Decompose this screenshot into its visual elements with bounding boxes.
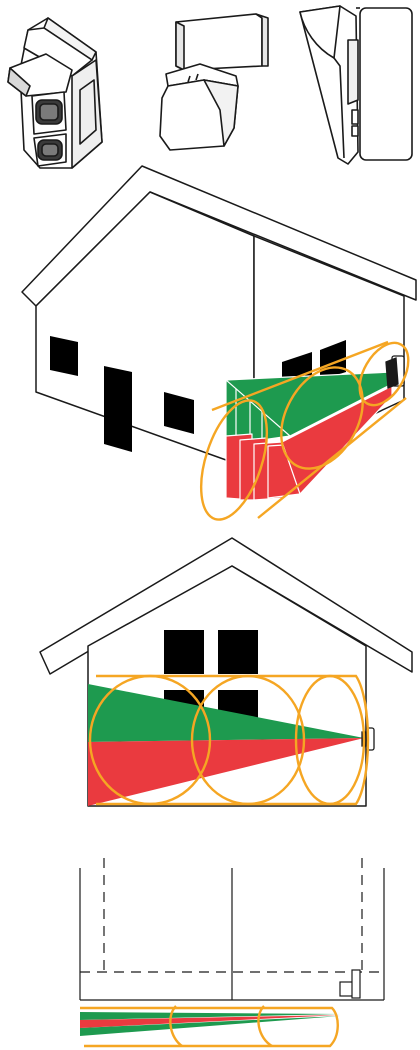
gable-wall	[36, 192, 254, 470]
house-elevation-view	[40, 538, 412, 806]
window	[50, 336, 78, 376]
mounted-sensor	[340, 970, 360, 998]
window	[164, 630, 204, 674]
sensor-side-view	[300, 6, 412, 164]
house-plan-view	[80, 858, 384, 1046]
house-perspective-view	[22, 166, 418, 528]
sensor-front-view	[8, 18, 102, 168]
sensor-bracket-view	[160, 14, 268, 150]
door	[104, 366, 132, 452]
window	[218, 630, 258, 674]
